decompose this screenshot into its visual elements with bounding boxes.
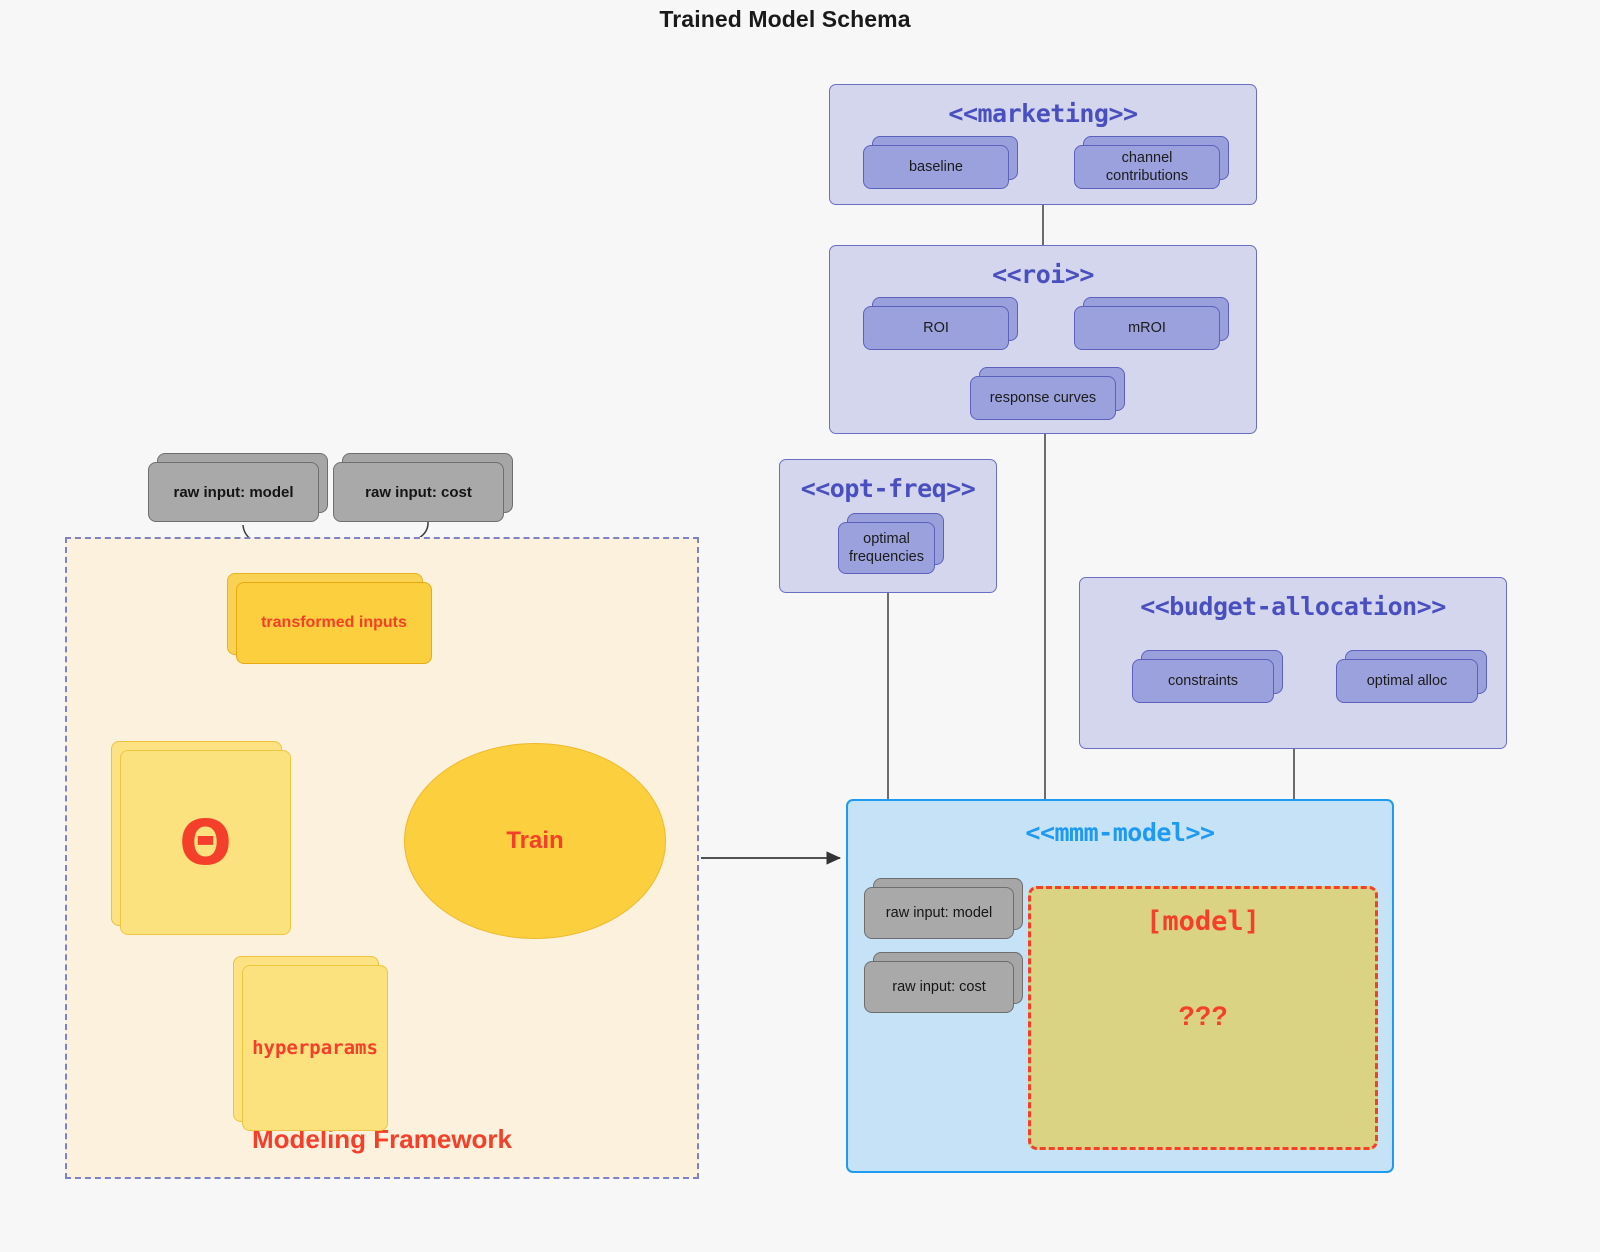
process-train-label: Train (506, 827, 564, 854)
artifact-label: raw input: cost (864, 961, 1014, 1013)
component-label: optimal frequencies (838, 522, 935, 574)
package-roi[interactable]: <<roi>> ROI mROI response curves (829, 245, 1257, 434)
package-mmm-model-title: <<mmm-model>> (1025, 818, 1215, 847)
model-unknown-label: ??? (1178, 1001, 1228, 1031)
artifact-raw-input-model[interactable]: raw input: model (148, 453, 328, 522)
page-title: Trained Model Schema (659, 6, 911, 32)
component-label: constraints (1132, 659, 1274, 703)
component-channel-contributions[interactable]: channel contributions (1074, 136, 1229, 189)
artifact-transformed-inputs[interactable]: transformed inputs (227, 573, 432, 664)
component-baseline[interactable]: baseline (863, 136, 1018, 189)
artifact-theta[interactable]: Θ (111, 741, 291, 935)
component-label: ROI (863, 306, 1009, 350)
component-optimal-frequencies[interactable]: optimal frequencies (838, 513, 944, 574)
model-placeholder-box[interactable]: [model] ??? (1028, 886, 1378, 1150)
artifact-mmm-raw-input-model[interactable]: raw input: model (864, 878, 1023, 939)
component-label: channel contributions (1074, 145, 1220, 189)
artifact-label: raw input: model (864, 887, 1014, 939)
package-opt-freq-title: <<opt-freq>> (800, 474, 976, 503)
artifact-label: transformed inputs (261, 614, 407, 631)
component-optimal-alloc[interactable]: optimal alloc (1336, 650, 1487, 703)
process-train[interactable]: Train (404, 743, 666, 939)
artifact-label: raw input: model (148, 462, 319, 522)
package-mmm-model[interactable]: <<mmm-model>> raw input: model raw input… (846, 799, 1394, 1173)
component-response-curves[interactable]: response curves (970, 367, 1125, 420)
component-label-line1: optimal (863, 530, 910, 547)
artifact-label: raw input: cost (333, 462, 504, 522)
theta-symbol: Θ (179, 805, 232, 879)
artifact-raw-input-cost[interactable]: raw input: cost (333, 453, 513, 522)
artifact-label: hyperparams (252, 1037, 378, 1059)
component-label: baseline (863, 145, 1009, 189)
package-marketing-title: <<marketing>> (948, 99, 1138, 128)
artifact-mmm-raw-input-cost[interactable]: raw input: cost (864, 952, 1023, 1013)
package-marketing[interactable]: <<marketing>> baseline channel contribut… (829, 84, 1257, 205)
artifact-hyperparams[interactable]: hyperparams (233, 956, 388, 1131)
package-budget-allocation-title: <<budget-allocation>> (1140, 592, 1446, 621)
component-label: mROI (1074, 306, 1220, 350)
artifact-body: hyperparams (242, 965, 388, 1131)
component-label-line2: frequencies (849, 549, 924, 565)
package-budget-allocation[interactable]: <<budget-allocation>> constraints optima… (1079, 577, 1507, 749)
component-constraints[interactable]: constraints (1132, 650, 1283, 703)
component-mroi[interactable]: mROI (1074, 297, 1229, 350)
package-roi-title: <<roi>> (992, 260, 1094, 289)
package-opt-freq[interactable]: <<opt-freq>> optimal frequencies (779, 459, 997, 593)
artifact-body: transformed inputs (236, 582, 432, 664)
modeling-framework-container: Modeling Framework transformed inputs Θ … (65, 537, 699, 1179)
component-roi[interactable]: ROI (863, 297, 1018, 350)
model-placeholder-label: [model] (1146, 906, 1260, 937)
component-label: optimal alloc (1336, 659, 1478, 703)
component-label: response curves (970, 376, 1116, 420)
artifact-body: Θ (120, 750, 291, 935)
